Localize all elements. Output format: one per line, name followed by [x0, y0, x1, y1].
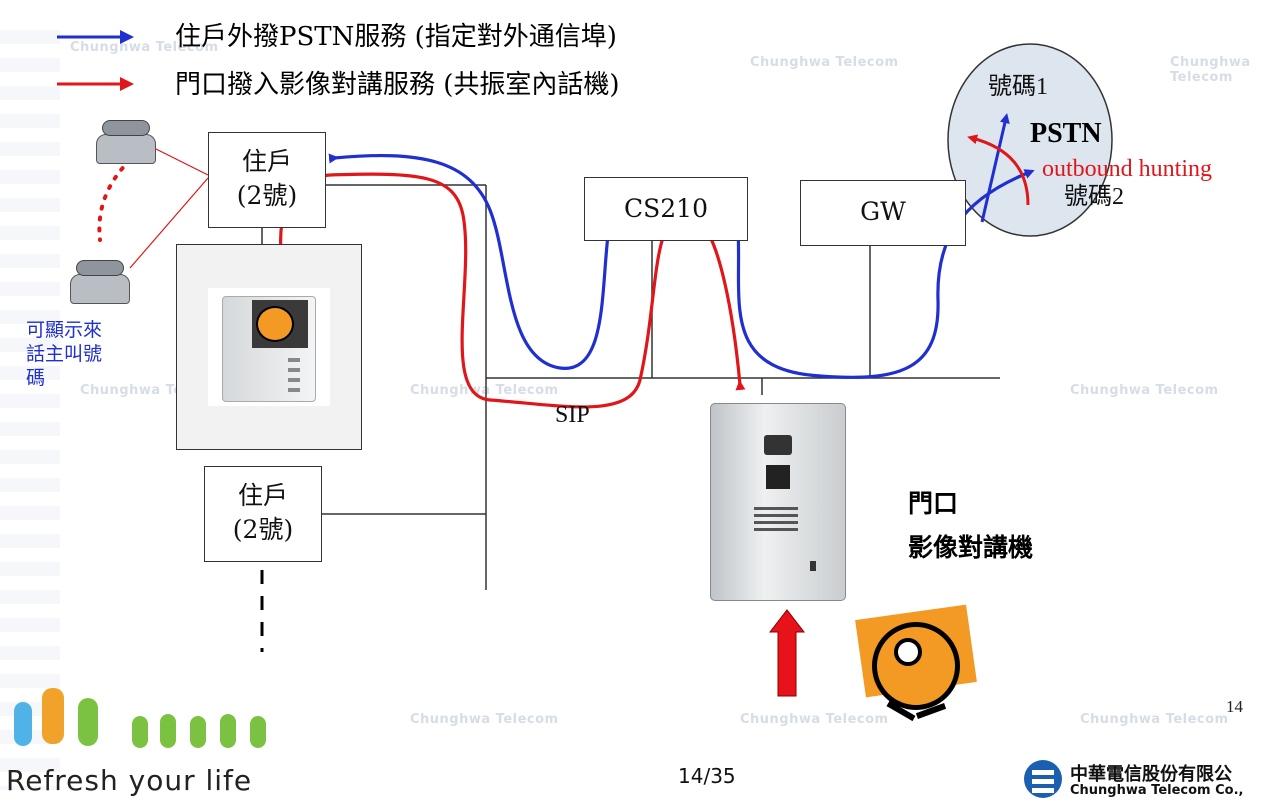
telephone-icon	[96, 118, 158, 164]
number1-label: 號碼1	[988, 74, 1048, 100]
legend-red-arrow	[57, 77, 134, 91]
pstn-label: PSTN	[1030, 118, 1102, 149]
slogan-text: Refresh your life	[6, 764, 253, 797]
intercom-lens	[766, 465, 790, 489]
monitor-buttons	[288, 358, 300, 394]
red-up-arrow-icon	[768, 609, 806, 697]
intercom-button	[810, 561, 816, 571]
door-label-line2: 影像對講機	[908, 533, 1034, 562]
page-counter: 14/35	[678, 764, 736, 788]
caller-id-line: 話主叫號	[26, 343, 103, 365]
gw-node: GW	[800, 180, 966, 246]
door-intercom-label: 門口 影像對講機	[908, 482, 1033, 570]
caller-id-line: 可顯示來	[26, 319, 103, 341]
intercom-speaker-grille	[754, 507, 798, 535]
resident-bottom-line1: 住戶	[237, 481, 288, 510]
telephone-icon	[70, 258, 132, 304]
family-logo-icon	[6, 680, 276, 760]
intercom-housing	[710, 403, 846, 601]
door-label-line1: 門口	[908, 489, 959, 518]
door-intercom-device	[660, 395, 900, 607]
cs210-node: CS210	[584, 177, 748, 241]
page-number: 14	[1226, 697, 1243, 716]
blue-number1-path	[980, 113, 1010, 223]
watermark: Chunghwa Telecom	[70, 40, 219, 55]
legend-blue-arrow	[57, 30, 134, 44]
indoor-monitor-device	[208, 288, 330, 406]
resident-node-top: 住戶 (2號)	[208, 132, 326, 228]
company-name-en: Chunghwa Telecom Co.,	[1070, 783, 1244, 798]
watermark: Chunghwa Telecom	[410, 712, 559, 727]
watermark: Chunghwa Telecom	[740, 712, 889, 727]
legend-blue-label: 住戶外撥PSTN服務 (指定對外通信埠)	[175, 22, 617, 52]
chunghwa-logo-icon	[1024, 760, 1062, 798]
watermark: Chunghwa Telecom	[750, 55, 899, 70]
resident-node-bottom: 住戶 (2號)	[204, 466, 322, 562]
legend-red-label: 門口撥入影像對講服務 (共振室內話機)	[175, 70, 620, 100]
intercom-camera	[764, 435, 792, 455]
gw-label: GW	[860, 197, 906, 226]
watermark: Chunghwa Telecom	[1080, 712, 1229, 727]
watermark: Chunghwa Telecom	[1170, 55, 1251, 85]
resident-bottom-line2: (2號)	[232, 515, 294, 544]
number2-label: 號碼2	[1064, 184, 1124, 210]
resident-top-line2: (2號)	[236, 181, 298, 210]
visitor-cartoon-icon	[846, 604, 977, 732]
outbound-hunting-label: outbound hunting	[1042, 156, 1213, 182]
resident-top-line1: 住戶	[241, 147, 292, 176]
visitor-face-icon	[256, 306, 294, 342]
company-name-zh: 中華電信股份有限公	[1070, 764, 1232, 785]
red-hunting-path	[967, 134, 1030, 206]
cs210-label: CS210	[624, 194, 708, 223]
caller-id-line: 碼	[26, 367, 46, 389]
watermark: Chunghwa Telecom	[1070, 383, 1219, 398]
caller-id-note: 可顯示來 話主叫號 碼	[26, 318, 102, 390]
phone-wiring	[97, 145, 209, 269]
sip-label: SIP	[555, 402, 590, 428]
